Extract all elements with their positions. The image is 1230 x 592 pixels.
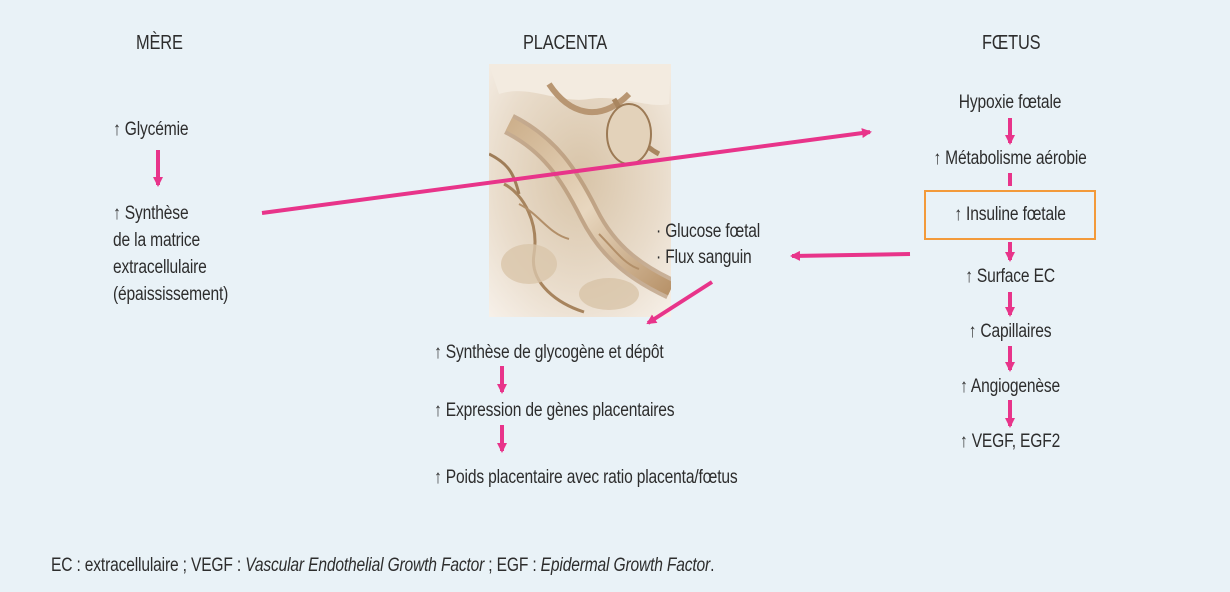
placenta-flux: · Flux sanguin xyxy=(656,244,752,271)
header-placenta: PLACENTA xyxy=(523,30,607,57)
placenta-glycogene: ↑ Synthèse de glycogène et dépôt xyxy=(434,339,663,366)
mere-synthese-line3: extracellulaire xyxy=(113,254,207,281)
footnote-part1: EC : extracellulaire ; VEGF : xyxy=(51,555,245,576)
foetus-hypoxie: Hypoxie fœtale xyxy=(928,89,1092,116)
footnote-vegf-expansion: Vascular Endothelial Growth Factor xyxy=(245,555,484,576)
footnote-part3: ; EGF : xyxy=(484,555,541,576)
mere-synthese-line4: (épaississement) xyxy=(113,281,228,308)
mere-synthese-line2: de la matrice xyxy=(113,227,200,254)
arrow-synthese-hypoxie xyxy=(262,132,870,213)
header-foetus: FŒTUS xyxy=(982,30,1040,57)
placenta-glucose: · Glucose fœtal xyxy=(656,218,760,245)
footnote: EC : extracellulaire ; VEGF : Vascular E… xyxy=(51,552,714,579)
foetus-vegf: ↑ VEGF, EGF2 xyxy=(928,428,1092,455)
foetus-insuline: ↑ Insuline fœtale xyxy=(928,201,1092,228)
arrow-flux-glycogene xyxy=(648,282,712,323)
foetus-angiogenese: ↑ Angiogenèse xyxy=(928,373,1092,400)
foetus-surface: ↑ Surface EC xyxy=(928,263,1092,290)
placenta-expression: ↑ Expression de gènes placentaires xyxy=(434,397,674,424)
mere-synthese-line1: ↑ Synthèse xyxy=(113,200,188,227)
header-mere: MÈRE xyxy=(136,30,183,57)
footnote-part5: . xyxy=(710,555,714,576)
foetus-metabolisme: ↑ Métabolisme aérobie xyxy=(928,145,1092,172)
foetus-capillaires: ↑ Capillaires xyxy=(928,318,1092,345)
placenta-poids: ↑ Poids placentaire avec ratio placenta/… xyxy=(434,464,738,491)
mere-glycemie: ↑ Glycémie xyxy=(113,116,188,143)
footnote-egf-expansion: Epidermal Growth Factor xyxy=(541,555,710,576)
arrow-insuline-glucose xyxy=(792,254,910,256)
